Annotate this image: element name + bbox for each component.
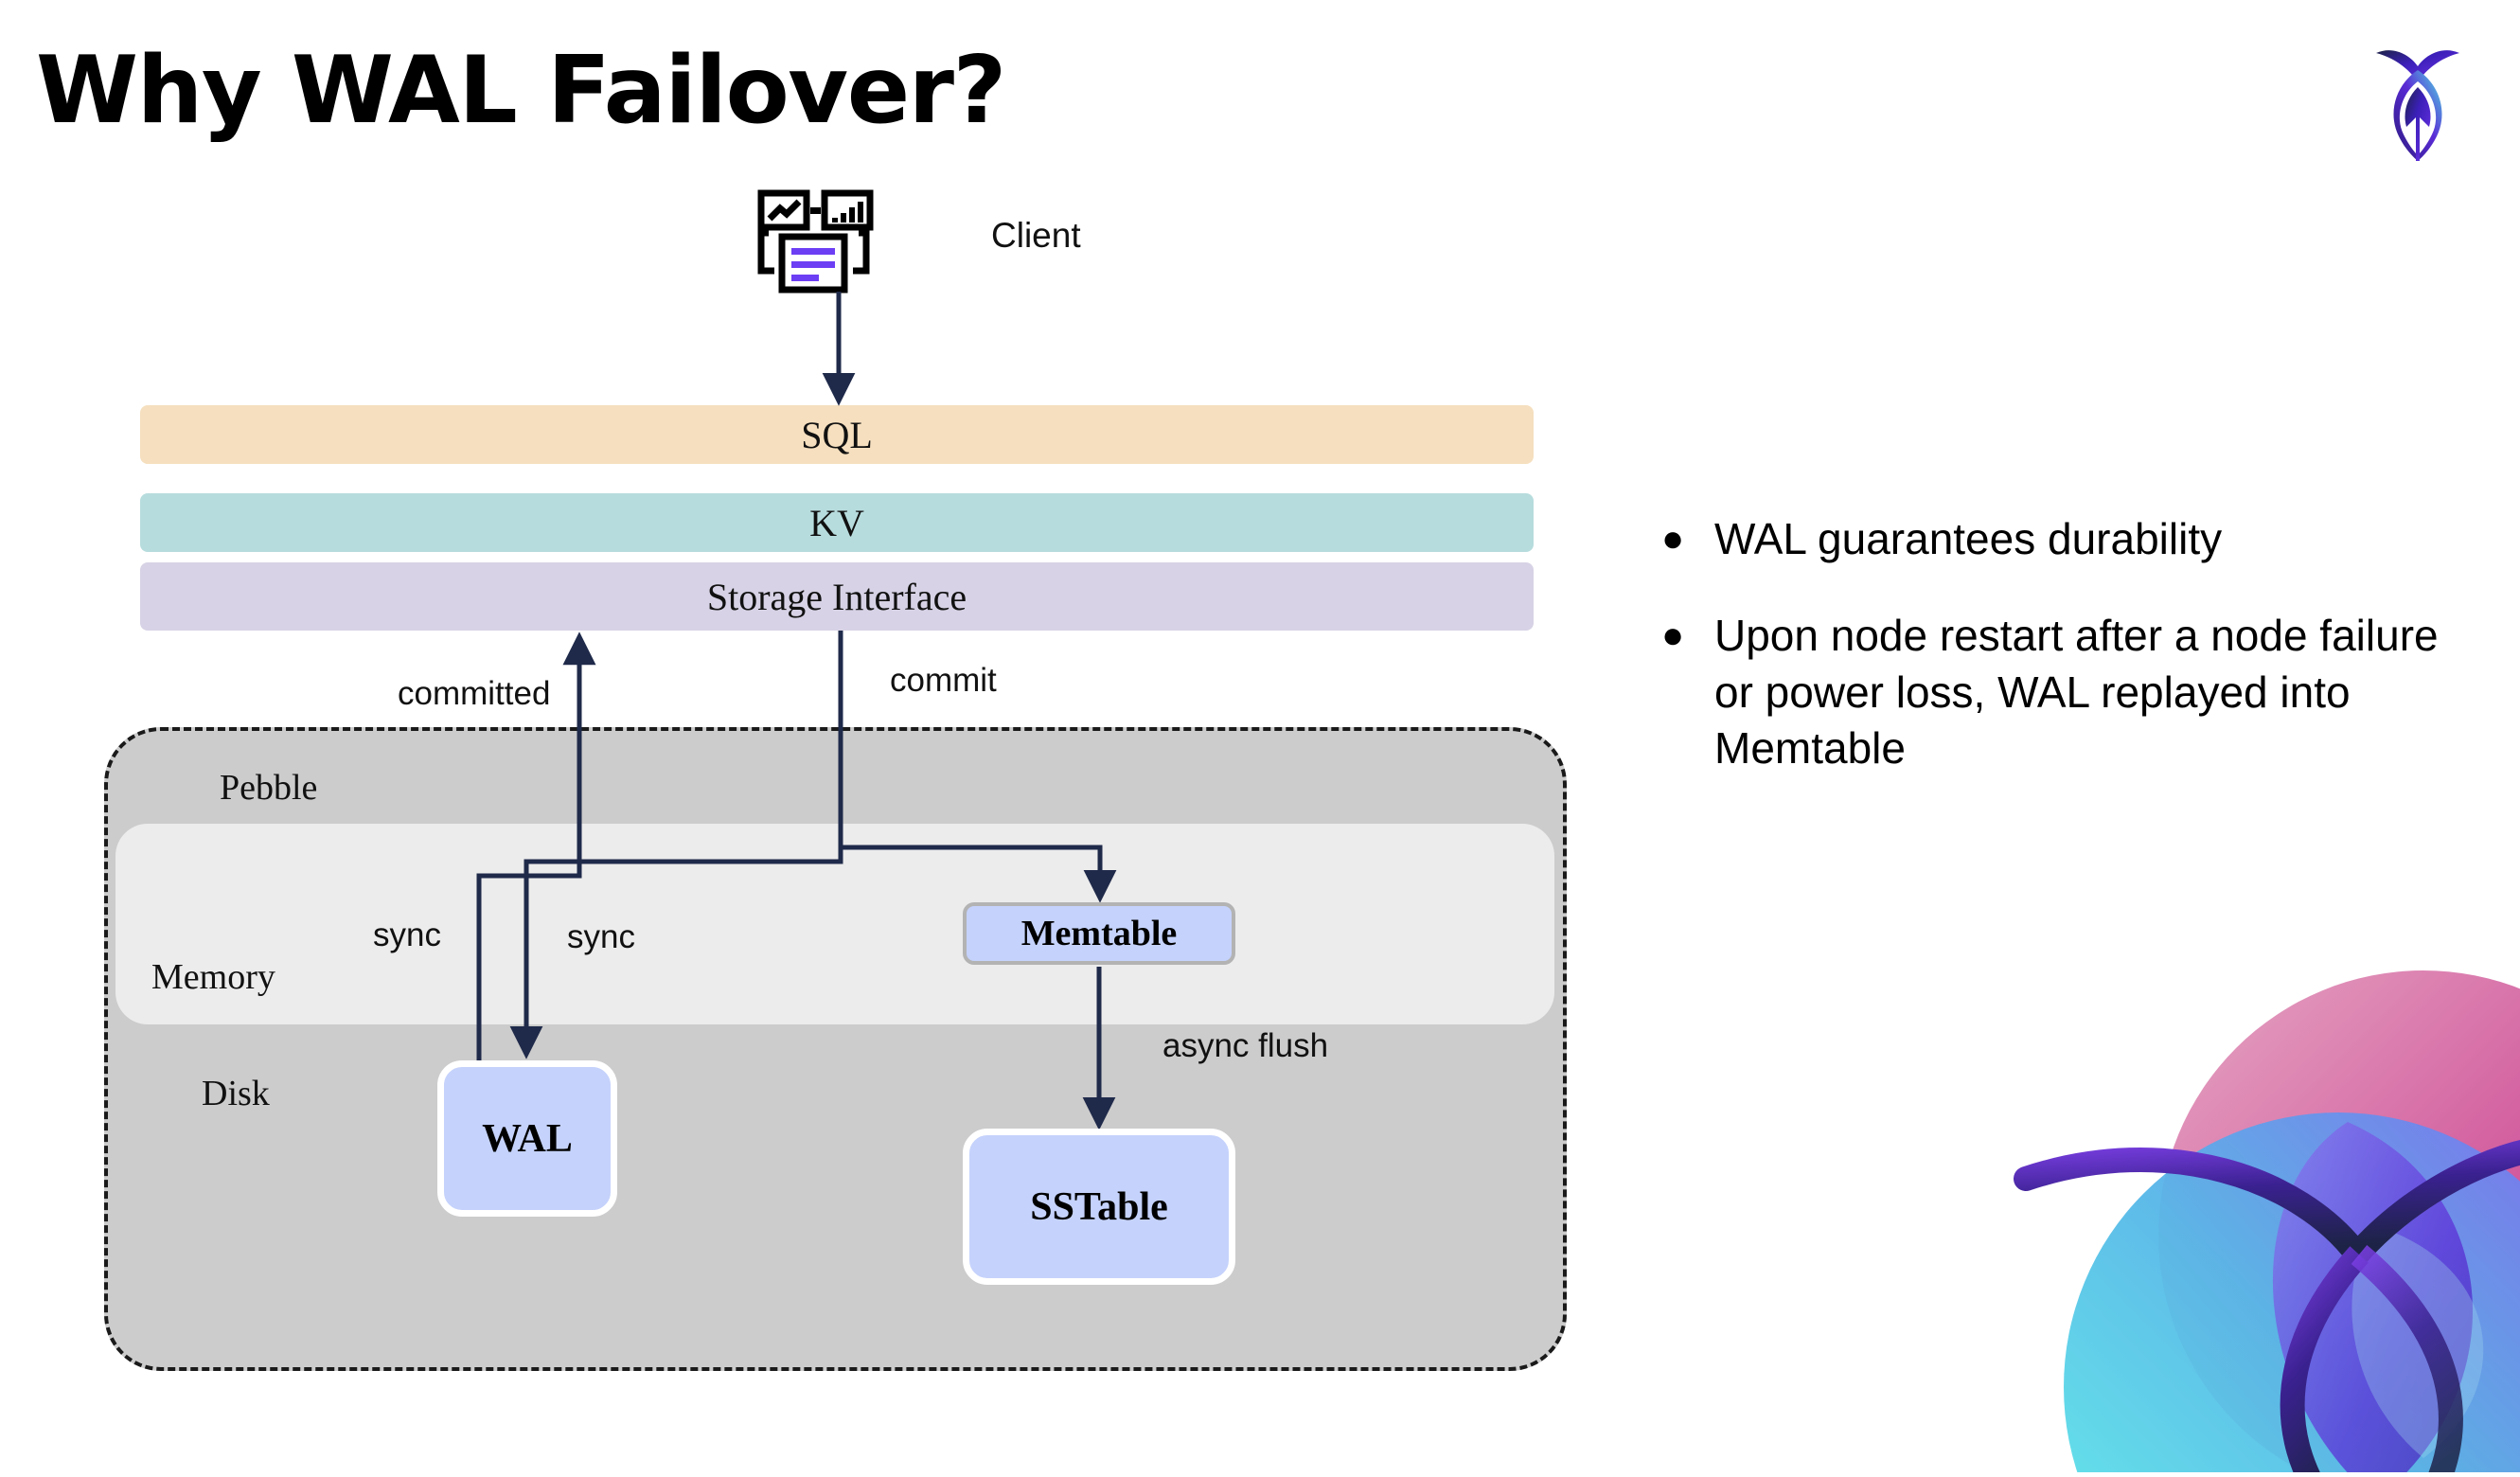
list-item: ● WAL guarantees durability	[1661, 511, 2466, 568]
edge-label-commit: commit	[890, 662, 997, 699]
edge-label-committed: committed	[398, 675, 551, 712]
architecture-diagram: Client Pebble Memory Disk SQL KV Storage…	[104, 189, 1567, 1371]
edge-label-async-flush: async flush	[1162, 1027, 1329, 1064]
edge-label-sync-out: sync	[373, 916, 441, 953]
memory-region	[115, 824, 1554, 1024]
pebble-label: Pebble	[220, 768, 318, 808]
list-item: ● Upon node restart after a node failure…	[1661, 608, 2466, 777]
layer-bar-storage-interface[interactable]: Storage Interface	[140, 562, 1534, 631]
disk-label: Disk	[202, 1074, 270, 1113]
node-wal[interactable]: WAL	[437, 1060, 617, 1217]
bullet-marker-icon: ●	[1661, 614, 1685, 656]
bullet-text: Upon node restart after a node failure o…	[1714, 610, 2439, 774]
layer-bar-sql[interactable]: SQL	[140, 405, 1534, 464]
client-label: Client	[991, 216, 1081, 255]
cockroach-labs-decorative-graphic	[1931, 942, 2520, 1477]
memory-label: Memory	[151, 957, 275, 997]
bullet-text: WAL guarantees durability	[1714, 514, 2223, 563]
cockroach-labs-logo-icon	[2357, 32, 2480, 165]
bullet-marker-icon: ●	[1661, 518, 1685, 560]
bullet-list: ● WAL guarantees durability ● Upon node …	[1661, 511, 2466, 817]
edge-label-sync-in: sync	[567, 918, 635, 955]
node-memtable[interactable]: Memtable	[963, 902, 1235, 965]
layer-bar-kv[interactable]: KV	[140, 493, 1534, 552]
node-sstable[interactable]: SSTable	[963, 1129, 1235, 1285]
page-title: Why WAL Failover?	[36, 37, 1006, 145]
client-dashboard-icon	[757, 189, 909, 303]
